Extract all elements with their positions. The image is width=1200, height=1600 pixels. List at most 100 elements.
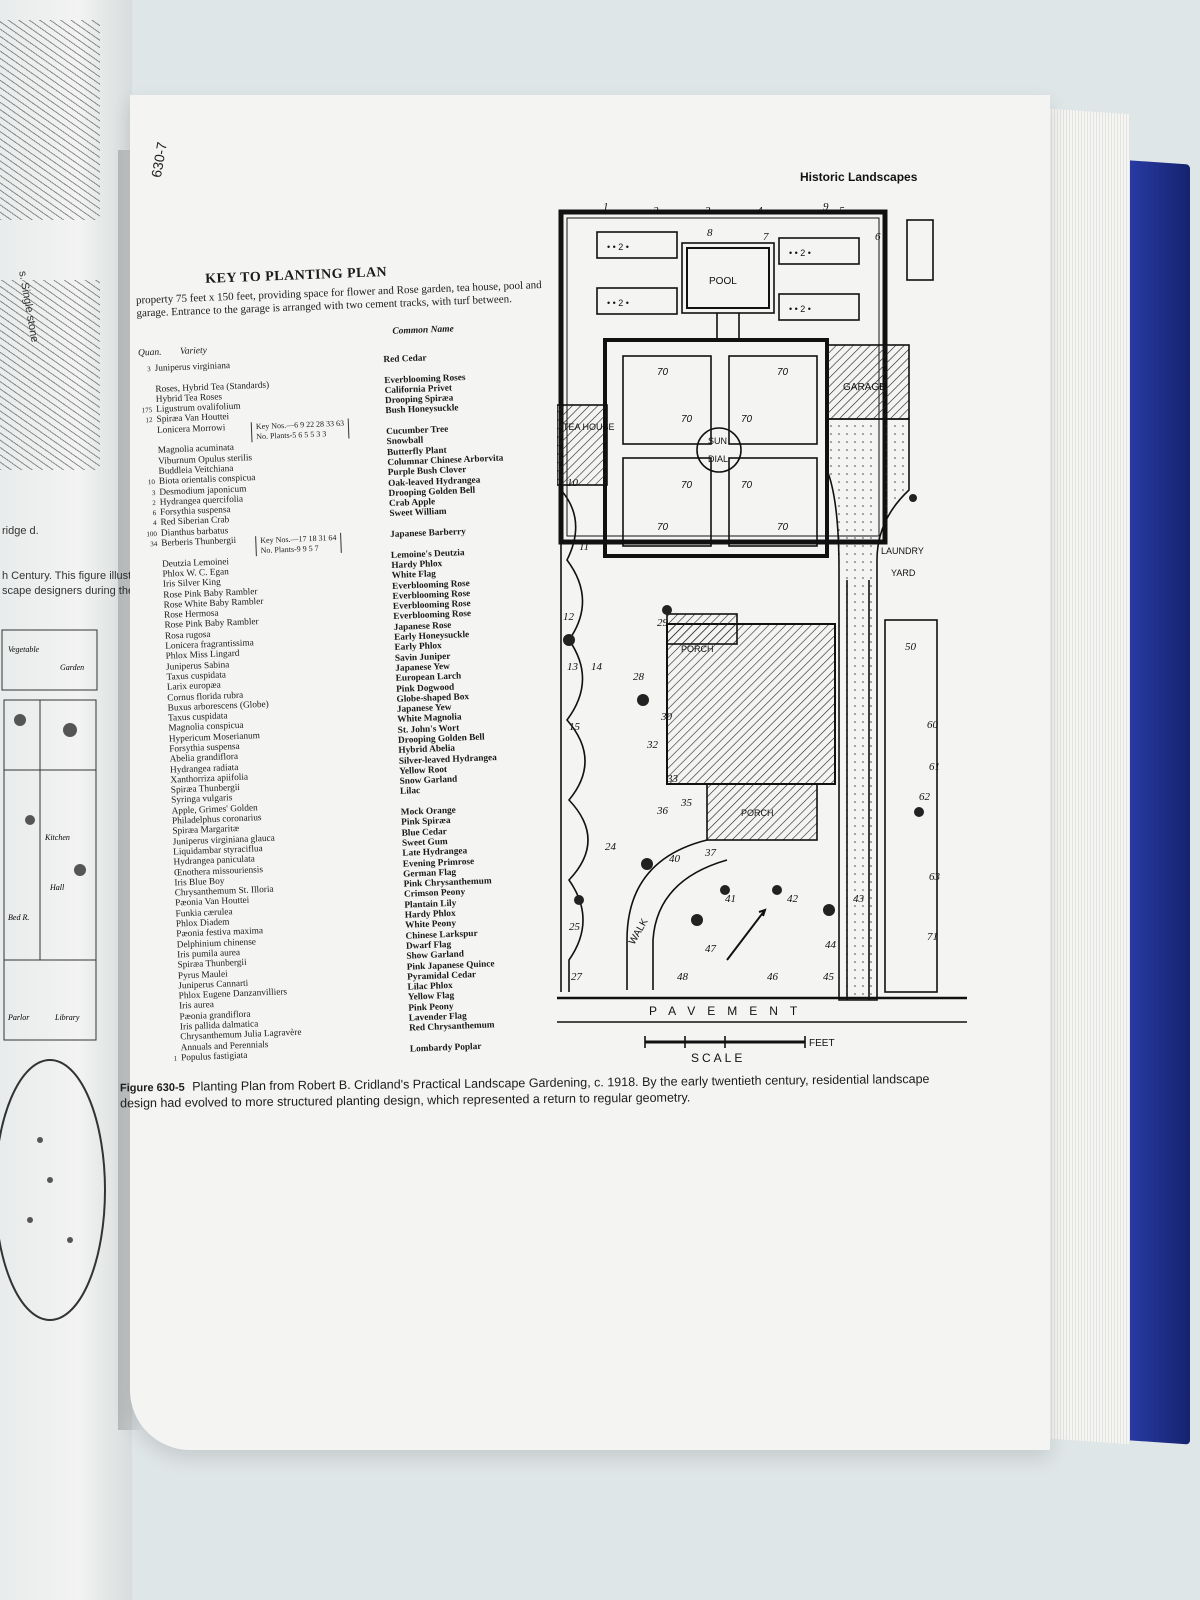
plan-label-tea-house: TEA HOUSE	[563, 422, 615, 432]
plan-key-number: 36	[656, 805, 669, 817]
plan-key-number: 5	[839, 205, 845, 217]
key-column-headers: Common Name Quan. Variety	[137, 320, 567, 358]
left-plan-label: Garden	[60, 663, 84, 672]
plan-key-number: 10	[567, 477, 579, 489]
plan-label-laundry: LAUNDRY	[881, 546, 924, 556]
plan-label-porch: PORCH	[741, 808, 774, 818]
plan-label-walk: WALK	[627, 917, 651, 947]
left-fragment: h Century. This figure illustrates	[2, 570, 132, 582]
plan-label-yard: YARD	[891, 568, 916, 578]
plan-bed-mark: • • 2 •	[789, 248, 811, 258]
plan-key-number: 29	[657, 617, 669, 629]
plan-key-number: 13	[567, 661, 579, 673]
plan-label-pavement: PAVEMENT	[649, 1004, 809, 1018]
plan-key-number: 14	[591, 661, 603, 673]
plan-label-pool: POOL	[709, 276, 737, 287]
left-fragment: ridge d.	[2, 525, 39, 537]
plan-key-number: 37	[704, 847, 717, 859]
plan-bed-number: 70	[741, 414, 753, 425]
left-page: s. Single stone ridge d. h Century. This…	[0, 0, 132, 1600]
plan-key-number: 50	[905, 641, 917, 653]
row-quantity: 3	[151, 488, 156, 497]
plan-bed-number: 70	[777, 367, 789, 378]
subtable-plants-label: No. Plants	[260, 544, 295, 555]
plan-key-number: 6	[875, 231, 881, 243]
row-quantity: 4	[152, 519, 157, 528]
left-plan-label: Bed R.	[8, 913, 29, 922]
plan-key-number: 63	[929, 871, 941, 883]
plan-key-number: 46	[767, 971, 779, 983]
plan-label-garage: GARAGE	[843, 382, 886, 393]
plan-key-number: 42	[787, 893, 799, 905]
plan-bed-mark: • • 2 •	[607, 298, 629, 308]
column-variety: Variety	[179, 345, 208, 357]
plan-key-number: 7	[763, 231, 769, 243]
subtable-key-values: 6 9 22 28 33 63	[293, 418, 345, 430]
plan-label-sun: SUN	[708, 436, 727, 446]
left-page-illustration	[0, 20, 100, 220]
subtable-key-values: 17 18 31 64	[298, 533, 337, 544]
left-plan-label: Hall	[49, 883, 65, 892]
key-subtable-2: Key Nos.—17 18 31 64 No. Plants-9 9 5 7	[255, 532, 343, 557]
plan-key-number: 71	[927, 931, 938, 943]
plan-bed-number: 70	[657, 367, 669, 378]
column-quantity: Quan.	[137, 347, 162, 359]
right-page	[130, 95, 1050, 1450]
plan-key-number: 30	[660, 711, 673, 723]
plan-key-number: 11	[579, 541, 589, 553]
plan-key-number: 48	[677, 971, 689, 983]
subtable-plants-label: No. Plants	[256, 430, 290, 442]
plan-bed-number: 70	[777, 522, 789, 533]
planting-key: KEY TO PLANTING PLAN property 75 feet x …	[125, 258, 585, 1064]
left-plan-label: Parlor	[7, 1013, 30, 1022]
left-page-illustration	[0, 280, 100, 470]
plan-bed-number: 70	[681, 414, 693, 425]
running-head: Historic Landscapes	[800, 170, 918, 184]
plan-key-number: 9	[823, 201, 829, 213]
row-quantity: 6	[152, 509, 157, 518]
row-quantity: 10	[147, 478, 156, 487]
left-plan-label: Kitchen	[44, 833, 70, 842]
row-quantity: 175	[141, 406, 153, 415]
plan-key-number: 62	[919, 791, 931, 803]
plan-label-feet: FEET	[809, 1038, 835, 1049]
subtable-plants-values: 9 9 5 7	[296, 543, 319, 554]
row-quantity: 34	[150, 540, 158, 549]
plan-key-number: 35	[680, 797, 693, 809]
plan-key-number: 4	[757, 205, 763, 217]
left-fragment: scape designers during the nineteenth	[2, 585, 132, 597]
plan-key-number: 24	[605, 841, 617, 853]
subtable-plants-values: 5 6 5 5 3 3	[292, 429, 327, 440]
plan-label-scale: SCALE	[691, 1051, 745, 1065]
row-quantity: 12	[145, 416, 153, 425]
plan-key-number: 28	[633, 671, 645, 683]
plan-key-number: 3	[704, 205, 711, 217]
plan-bed-mark: • • 2 •	[789, 304, 811, 314]
plan-bed-number: 70	[741, 480, 753, 491]
row-quantity: 1	[173, 1054, 178, 1063]
plan-key-number: 43	[853, 893, 865, 905]
subtable-key-label: Key Nos.	[260, 534, 291, 545]
plan-key-number: 1	[603, 201, 609, 213]
left-page-plan-drawing: Vegetable Garden Parlor Library Kitchen …	[0, 620, 110, 1380]
row-quantity: 3	[146, 365, 151, 374]
key-subtable-1: Key Nos.—6 9 22 28 33 63 No. Plants-5 6 …	[250, 418, 350, 443]
column-common-name: Common Name	[392, 324, 455, 337]
plan-key-number: 60	[927, 719, 939, 731]
left-plan-label: Library	[54, 1013, 80, 1022]
plan-key-number: 2	[653, 205, 659, 217]
plan-key-number: 25	[569, 921, 581, 933]
plan-bed-number: 70	[657, 522, 669, 533]
plan-key-number: 33	[666, 773, 679, 785]
plan-key-number: 15	[569, 721, 581, 733]
plan-key-number: 41	[725, 893, 736, 905]
plan-key-number: 61	[929, 761, 940, 773]
row-quantity: 2	[152, 498, 156, 507]
plan-key-number: 47	[705, 943, 717, 955]
plan-key-number: 45	[823, 971, 835, 983]
plan-bed-number: 70	[681, 480, 693, 491]
plan-key-number: 44	[825, 939, 837, 951]
plan-key-number: 40	[669, 853, 681, 865]
figure-label: Figure 630-5	[119, 1081, 185, 1095]
